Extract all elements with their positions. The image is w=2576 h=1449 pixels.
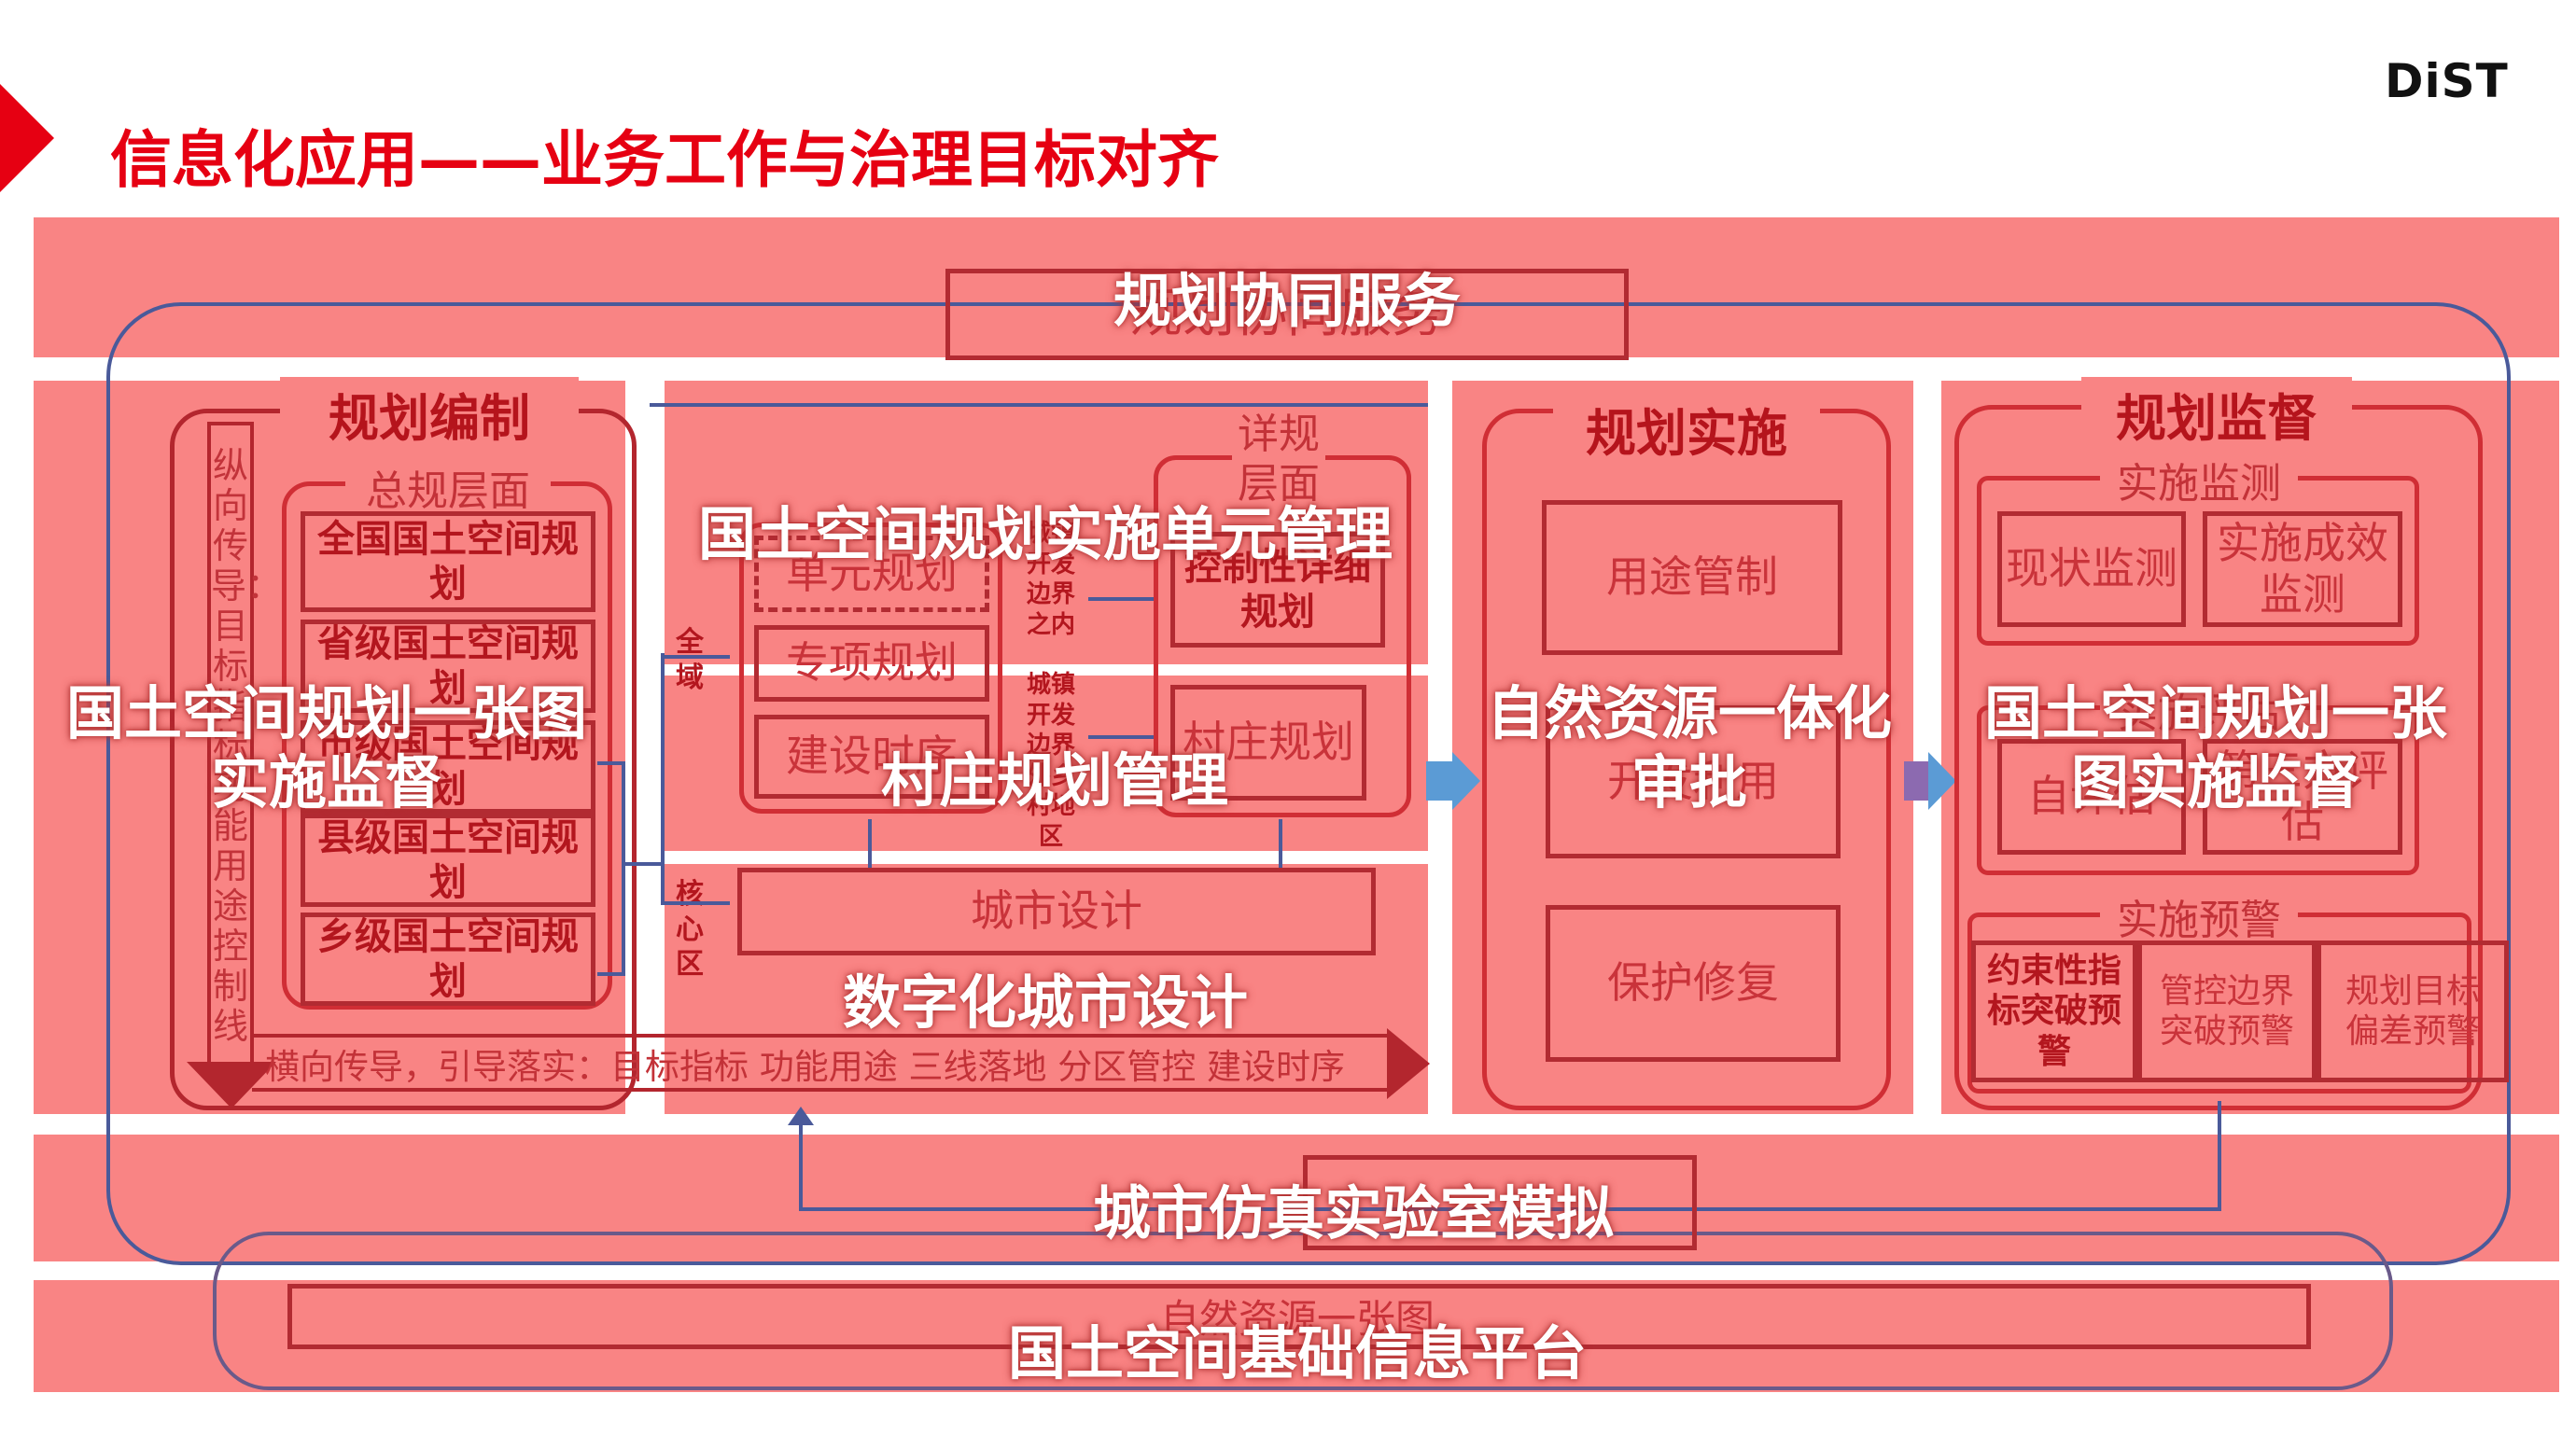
level-national[interactable]: 全国国土空间规划	[301, 511, 595, 612]
boundary-warn-box[interactable]: 管控边界突破预警	[2137, 940, 2317, 1082]
eval-title: 实施评估	[2100, 679, 2298, 739]
outer-frame	[106, 302, 2511, 1265]
digital-city-design-overlay: 数字化城市设计	[842, 968, 1248, 1037]
protection-restoration-box[interactable]: 保护修复	[1546, 905, 1841, 1062]
arrow-to-unit	[665, 655, 730, 659]
xianggui-title: 详规层面	[1232, 411, 1325, 509]
feedback-line-down	[2218, 1101, 2221, 1209]
hexinqu-label: 核心区	[676, 878, 704, 981]
arrow-up-left	[868, 819, 872, 868]
outside-boundary-label: 城镇开发边界外乡村地区	[1026, 671, 1075, 851]
collab-service-box[interactable]: 规划协同服务	[945, 269, 1629, 360]
planning-overlay: 国土空间规划一张图实施监督	[65, 679, 587, 817]
feedback-arrow-head	[788, 1107, 814, 1125]
connector-top	[650, 403, 1428, 407]
quanyu-label: 全域	[676, 626, 704, 694]
arrow-impl-to-sup	[1904, 761, 1928, 801]
arrow-unit-to-impl	[1426, 761, 1452, 801]
divider	[665, 851, 1428, 864]
construction-sequence-box[interactable]: 建设时序	[754, 715, 989, 799]
supervision-title: 规划监督	[2081, 377, 2352, 451]
horizontal-arrow-shaft	[252, 1034, 1389, 1092]
feedback-line-horizontal	[799, 1207, 2221, 1211]
unit-plan-box[interactable]: 单元规划	[754, 536, 989, 612]
collab-service-overlay: 规划协同服务	[1113, 267, 1461, 335]
special-plan-box[interactable]: 专项规划	[754, 625, 989, 702]
arrow-inside	[1088, 597, 1154, 601]
zonggui-title: 总规层面	[345, 457, 551, 517]
vertical-transmission-text: 纵向传导：目标指标功能用途控制线	[211, 445, 283, 1048]
integrated-approval-overlay: 自然资源一体化审批	[1486, 679, 1892, 817]
horizontal-arrow-head	[1387, 1028, 1430, 1099]
band-platform	[34, 1280, 2559, 1392]
inside-boundary-label: 城镇开发边界之内	[1026, 520, 1075, 639]
third-party-eval-box[interactable]: 第三方评估	[2203, 739, 2402, 855]
collab-service-label: 规划协同服务	[1130, 284, 1444, 345]
development-use-box[interactable]: 开发利用	[1546, 705, 1841, 858]
resource-map-label: 自然资源一张图	[1159, 1296, 1435, 1342]
level-city[interactable]: 市级国土空间规划	[301, 720, 595, 814]
feedback-line-up	[799, 1116, 803, 1209]
village-management-overlay: 村庄规划管理	[880, 746, 1228, 815]
supervision-overlay: 国土空间规划一张图实施监督	[1983, 679, 2447, 817]
self-eval-box[interactable]: 自评估	[1997, 739, 2186, 855]
planning-title: 规划编制	[280, 377, 579, 451]
arrow-to-core	[665, 901, 730, 905]
vertical-arrow-shaft	[207, 422, 254, 1066]
target-deviation-warn-box[interactable]: 规划目标偏差预警	[2317, 940, 2509, 1082]
monitor-title: 实施监测	[2100, 450, 2298, 509]
level-provincial[interactable]: 省级国土空间规划	[301, 620, 595, 713]
sim-box[interactable]	[1303, 1155, 1697, 1250]
unit-management-overlay: 国土空间规划实施单元管理	[697, 500, 1393, 568]
implementation-title: 规划实施	[1553, 392, 1820, 466]
header-accent-triangle	[0, 84, 54, 192]
warn-title: 实施预警	[2100, 886, 2298, 946]
effect-monitor-box[interactable]: 实施成效监测	[2203, 511, 2402, 627]
use-control-box[interactable]: 用途管制	[1542, 500, 1842, 655]
level-township[interactable]: 乡级国土空间规划	[301, 913, 595, 1006]
band-collab	[34, 217, 2559, 357]
horizontal-transmission-text: 横向传导，引导落实：目标指标 功能用途 三线落地 分区管控 建设时序	[265, 1047, 1346, 1087]
arrow-unit-to-impl-head	[1452, 752, 1480, 810]
status-monitor-box[interactable]: 现状监测	[1997, 511, 2186, 627]
regulatory-plan-box[interactable]: 控制性详细规划	[1170, 532, 1385, 648]
connector-bracket	[597, 761, 625, 976]
vertical-arrow-head	[187, 1062, 276, 1108]
village-plan-box[interactable]: 村庄规划	[1170, 685, 1366, 801]
logo: DiST	[2385, 54, 2509, 108]
arrow-outside	[1088, 735, 1154, 739]
arrow-up-right	[1279, 819, 1282, 868]
level-county[interactable]: 县级国土空间规划	[301, 814, 595, 907]
platform-overlay: 国土空间基础信息平台	[1007, 1319, 1587, 1387]
logo-text: DiST	[2385, 54, 2509, 108]
constraint-warn-box[interactable]: 约束性指标突破预警	[1971, 940, 2137, 1082]
arrow-impl-to-sup-head	[1928, 752, 1956, 810]
resource-map-box[interactable]	[287, 1284, 2311, 1349]
connector-vertical	[661, 653, 665, 905]
unit-frame	[739, 522, 1002, 814]
band-sim	[34, 1135, 2559, 1261]
divider	[665, 664, 1428, 676]
connector-line	[625, 862, 663, 866]
page-title: 信息化应用——业务工作与治理目标对齐	[110, 124, 1219, 196]
city-design-box[interactable]: 城市设计	[737, 868, 1376, 955]
sim-overlay: 城市仿真实验室模拟	[1092, 1179, 1614, 1247]
divider	[644, 392, 650, 1101]
